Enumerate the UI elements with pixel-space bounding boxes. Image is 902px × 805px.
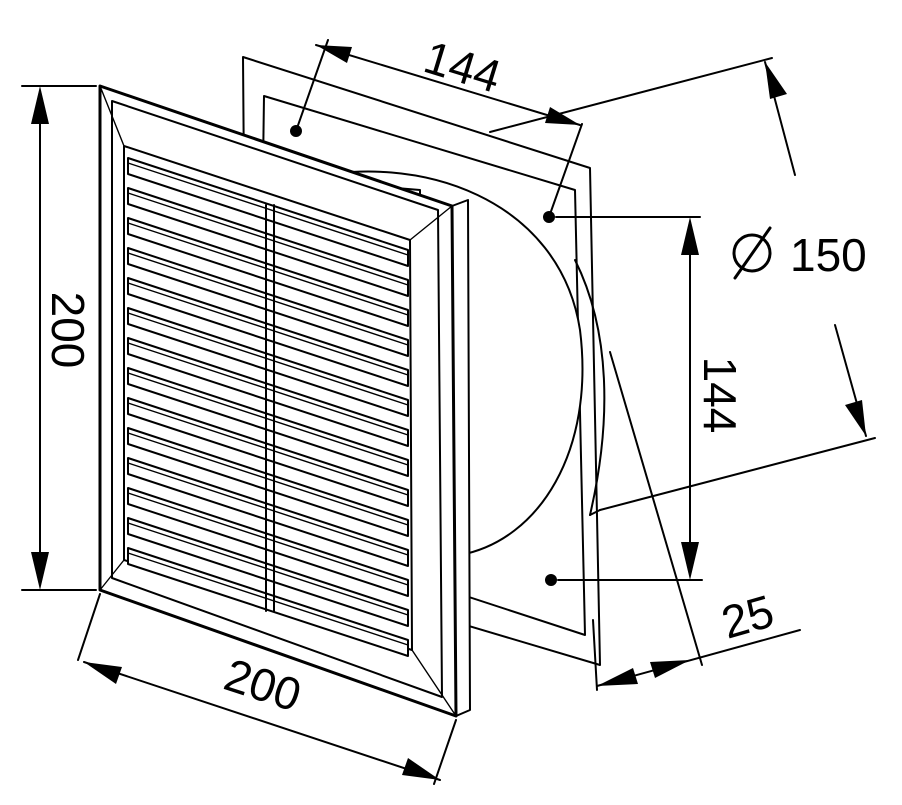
louver-edge [127, 432, 409, 526]
louvers [127, 157, 409, 657]
louver-slat [127, 307, 409, 417]
louver-edge [127, 282, 409, 376]
dim-hole-spacing-vertical-label: 144 [694, 357, 746, 434]
louver-edge [127, 252, 409, 346]
louver-edge [127, 342, 409, 436]
louver-slat [127, 487, 409, 597]
louver-slat [127, 457, 409, 567]
louver-slat [127, 277, 409, 387]
dim-duct-diameter-label: 150 [790, 229, 867, 281]
dim-duct-diameter: 150 [489, 57, 876, 511]
louver-slat [127, 217, 409, 327]
louver-edge [127, 372, 409, 466]
dim-width: 200 [77, 593, 457, 785]
louver-slat [127, 427, 409, 537]
diameter-symbol-icon [732, 226, 772, 280]
louver-edge [127, 402, 409, 496]
louver-slat [127, 337, 409, 447]
louver-slat [127, 397, 409, 507]
louver-slat [127, 187, 409, 297]
louver-slat [127, 517, 409, 627]
louver-edge [127, 552, 409, 646]
dim-hole-spacing-vertical: 144 [555, 216, 746, 581]
mounting-hole-bottom-right [545, 574, 557, 586]
louver-edge [127, 462, 409, 556]
dim-height-label: 200 [42, 292, 94, 369]
louver-edge [127, 522, 409, 616]
louver-edge [127, 162, 409, 256]
louver-edge [127, 222, 409, 316]
louver-slat [127, 547, 409, 657]
louver-slat [127, 367, 409, 477]
louver-edge [127, 192, 409, 286]
louver-slat [127, 157, 409, 267]
mounting-holes [290, 125, 557, 586]
louver-edge [127, 492, 409, 586]
louver-slat [127, 247, 409, 357]
dim-height: 200 [21, 85, 97, 591]
louver-edge [127, 312, 409, 406]
dim-hole-spacing-horizontal-label: 144 [418, 31, 507, 103]
